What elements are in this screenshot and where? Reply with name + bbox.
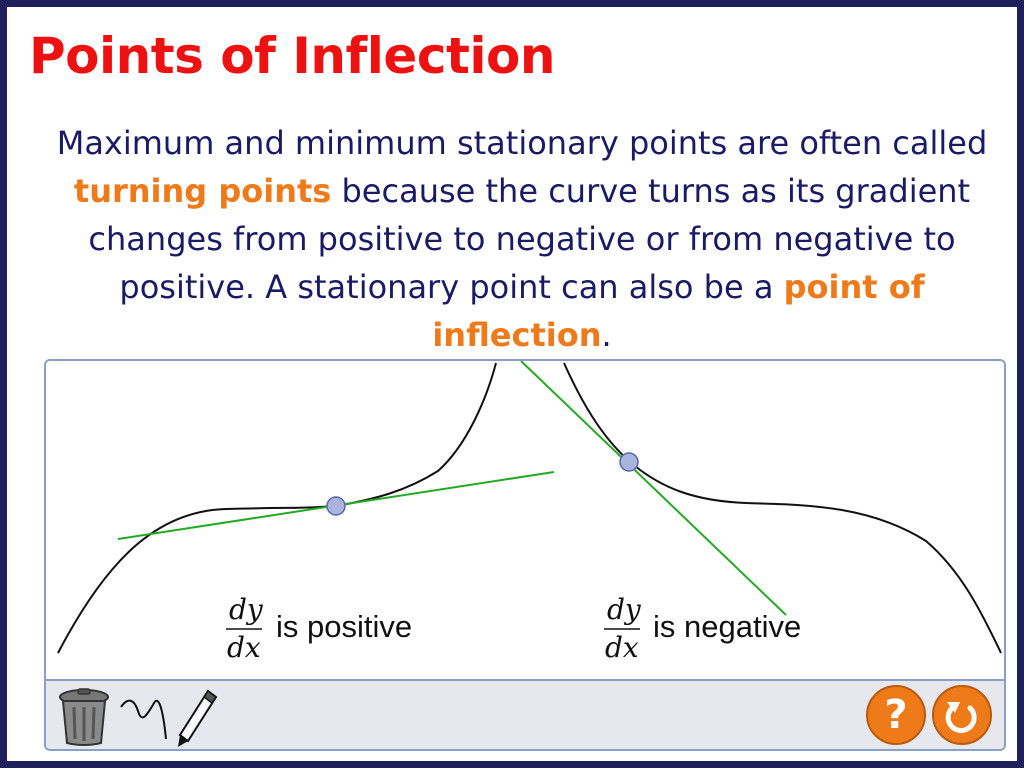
description-paragraph: Maximum and minimum stationary points ar… <box>47 119 997 359</box>
right-tangent-line <box>520 361 787 616</box>
trash-icon[interactable] <box>56 687 112 747</box>
page-title: Points of Inflection <box>29 27 555 85</box>
left-inflection-point[interactable] <box>326 496 346 516</box>
paragraph-text-1: Maximum and minimum stationary points ar… <box>56 124 988 162</box>
graph-area: dy dx is positive dy dx is negative <box>57 361 1002 664</box>
freehand-line-icon[interactable] <box>118 689 176 747</box>
left-dx: dx <box>227 631 261 664</box>
right-gradient-label: dy dx is negative <box>604 593 801 664</box>
right-gradient-text: is negative <box>653 609 801 644</box>
reset-icon <box>945 702 977 733</box>
help-button-label: ? <box>884 692 908 738</box>
right-curve <box>563 362 1002 654</box>
left-gradient-text: is positive <box>276 609 412 644</box>
point-of-inflection-highlight: point of inflection <box>432 268 925 354</box>
turning-points-highlight: turning points <box>73 172 332 210</box>
right-dx: dx <box>605 631 639 664</box>
reset-button[interactable] <box>932 685 992 745</box>
interactive-panel: dy dx is positive dy dx is negative <box>44 359 1006 751</box>
right-dy: dy <box>607 593 642 626</box>
right-inflection-point[interactable] <box>619 452 639 472</box>
help-button[interactable]: ? <box>866 685 926 745</box>
paragraph-text-2: because the curve turns as its gradient … <box>88 172 971 306</box>
toolbar: ? <box>46 679 1004 749</box>
left-gradient-label: dy dx is positive <box>226 593 412 664</box>
left-dy: dy <box>229 593 264 626</box>
paragraph-text-3: . <box>601 316 612 354</box>
pencil-icon[interactable] <box>174 687 220 749</box>
